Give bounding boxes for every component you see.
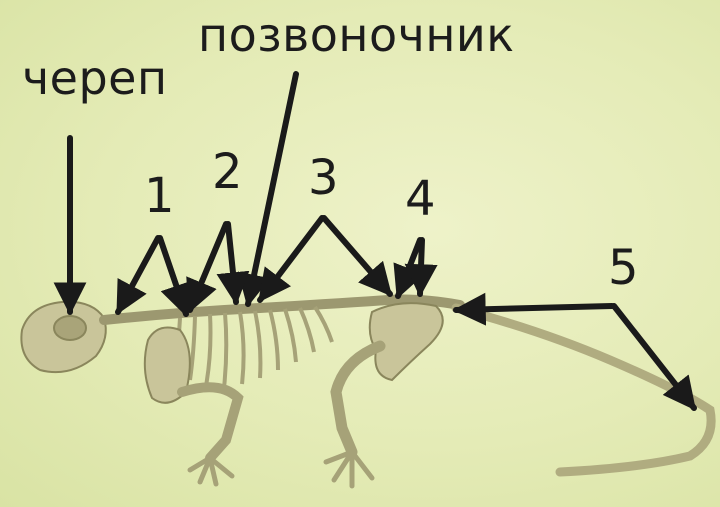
arrow-5b xyxy=(614,306,694,408)
arrow-4b xyxy=(420,240,422,294)
arrow-2b xyxy=(228,224,236,302)
arrow-3b xyxy=(324,218,390,294)
arrow-5a xyxy=(456,306,612,310)
tail-bone xyxy=(456,308,711,472)
label-4: 4 xyxy=(405,175,436,223)
skeleton xyxy=(21,300,711,486)
label-1: 1 xyxy=(144,172,175,220)
arrow-1b xyxy=(160,238,186,314)
label-2: 2 xyxy=(212,148,243,196)
ribs xyxy=(176,307,332,388)
spine-arrow xyxy=(248,74,296,304)
arrow-4a xyxy=(398,240,420,296)
arrow-3a xyxy=(260,218,322,300)
spine-label: позвоночник xyxy=(198,12,515,58)
arrow-1a xyxy=(118,238,158,312)
label-5: 5 xyxy=(608,244,639,292)
arrow-2a xyxy=(190,224,226,310)
label-3: 3 xyxy=(308,154,339,202)
skull-label: череп xyxy=(22,55,168,101)
